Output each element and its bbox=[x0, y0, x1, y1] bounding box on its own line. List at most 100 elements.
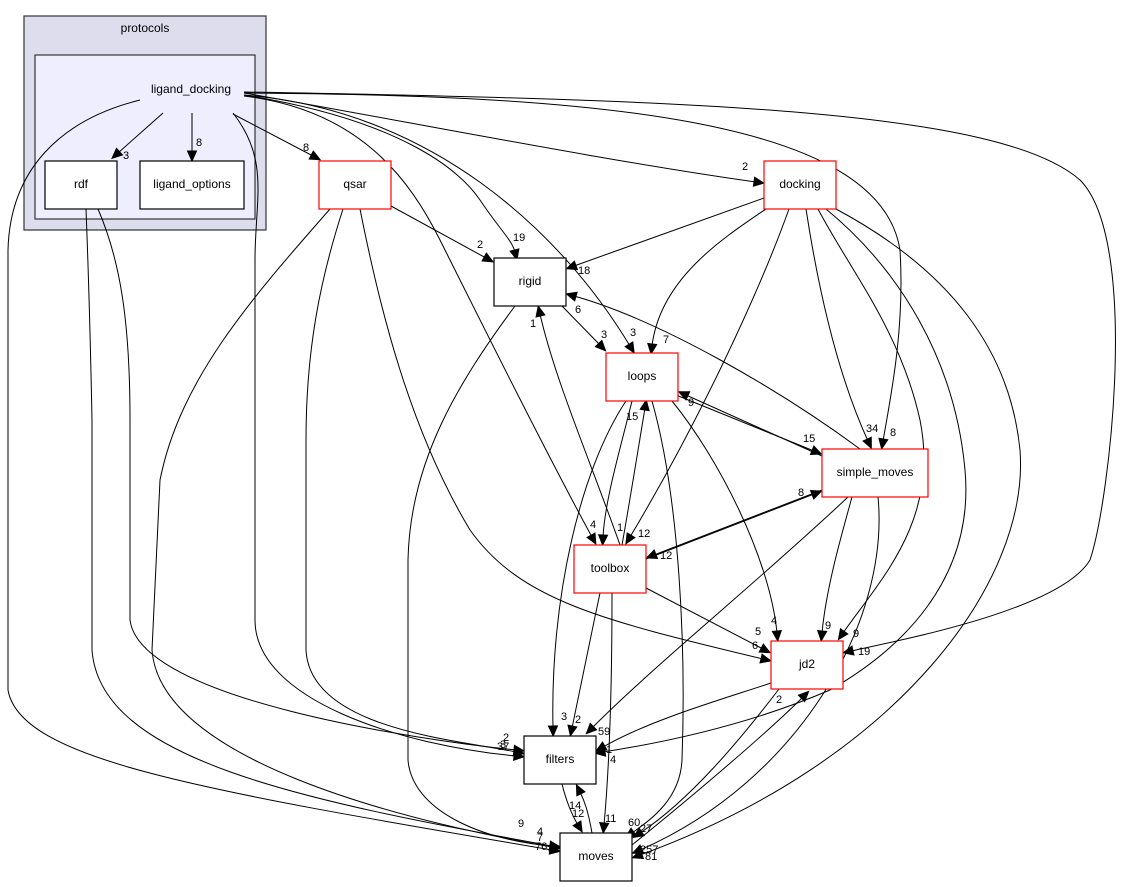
edge-count-label[interactable]: 4 bbox=[771, 615, 777, 627]
edge-count-label[interactable]: 4 bbox=[590, 519, 596, 531]
edge-ligand-docking-to-rdf[interactable] bbox=[111, 112, 164, 160]
edge-docking-to-jd2[interactable] bbox=[817, 208, 925, 641]
edge-count-label[interactable]: 19 bbox=[513, 232, 525, 244]
edge-count-label[interactable]: 37 bbox=[497, 741, 509, 753]
edge-toolbox-to-simple-moves[interactable] bbox=[645, 489, 823, 560]
edge-count-label[interactable]: 7 bbox=[537, 832, 543, 844]
edge-count-label[interactable]: 5 bbox=[755, 626, 761, 638]
edge-count-label[interactable]: 4 bbox=[537, 826, 543, 838]
edge-docking-to-rigid[interactable] bbox=[565, 197, 765, 271]
node-moves[interactable]: moves bbox=[559, 832, 633, 882]
edge-simple-moves-to-toolbox[interactable] bbox=[645, 489, 823, 560]
edge-count-label[interactable]: 1 bbox=[606, 744, 612, 756]
edge-count-label[interactable]: 11 bbox=[605, 813, 616, 825]
edge-count-label[interactable]: 12 bbox=[572, 808, 584, 820]
edge-count-label[interactable]: 3 bbox=[500, 739, 506, 751]
edge-count-label[interactable]: 257 bbox=[640, 844, 658, 856]
edge-toolbox-to-jd2[interactable] bbox=[645, 587, 772, 654]
edge-docking-to-loops[interactable] bbox=[647, 208, 767, 356]
edge-ligand-docking-to-loops[interactable] bbox=[243, 94, 635, 354]
edge-rigid-to-loops[interactable] bbox=[561, 305, 607, 352]
edge-count-label[interactable]: 1 bbox=[530, 318, 536, 330]
edge-count-label[interactable]: 81 bbox=[645, 851, 657, 863]
node-filters[interactable]: filters bbox=[523, 735, 597, 785]
edge-count-label[interactable]: 1 bbox=[617, 522, 623, 534]
node-rdf[interactable]: rdf bbox=[44, 160, 118, 210]
edge-rdf-to-moves[interactable] bbox=[85, 208, 562, 851]
edge-count-label[interactable]: 9 bbox=[853, 628, 859, 640]
edge-count-label[interactable]: 3 bbox=[561, 711, 567, 723]
edge-toolbox-to-loops[interactable] bbox=[621, 398, 650, 546]
edge-ligand-docking-to-rigid[interactable] bbox=[243, 94, 520, 261]
edge-count-label[interactable]: 4 bbox=[610, 754, 616, 766]
edge-simple-moves-to-loops[interactable] bbox=[677, 391, 823, 457]
node-toolbox[interactable]: toolbox bbox=[573, 544, 647, 594]
edge-count-label[interactable]: 2 bbox=[776, 694, 782, 706]
edge-qsar-to-filters[interactable] bbox=[305, 208, 526, 757]
edge-count-label[interactable]: 7 bbox=[663, 334, 669, 346]
edge-count-label[interactable]: 27 bbox=[640, 823, 652, 835]
edge-loops-to-filters[interactable] bbox=[547, 400, 627, 738]
edge-jd2-to-moves[interactable] bbox=[632, 688, 780, 839]
edge-ligand-docking-to-toolbox[interactable] bbox=[243, 95, 597, 546]
edge-count-label[interactable]: 2 bbox=[575, 714, 581, 726]
edge-docking-to-toolbox[interactable] bbox=[625, 208, 790, 545]
edge-count-label[interactable]: 3 bbox=[601, 329, 607, 341]
edge-count-label[interactable]: 8 bbox=[303, 142, 309, 154]
edge-loops-to-jd2[interactable] bbox=[671, 400, 783, 643]
edge-count-label[interactable]: 12 bbox=[660, 550, 672, 562]
edge-count-label[interactable]: 18 bbox=[578, 265, 590, 277]
edge-docking-to-moves[interactable] bbox=[631, 208, 1022, 860]
edge-count-label[interactable]: 8 bbox=[798, 487, 804, 499]
edge-rdf-to-filters[interactable] bbox=[97, 208, 526, 755]
node-rigid[interactable]: rigid bbox=[493, 257, 567, 307]
edge-ligand-docking-to-ligand-options[interactable] bbox=[186, 113, 198, 163]
edge-count-label[interactable]: 6 bbox=[575, 304, 581, 316]
edge-rigid-to-moves[interactable] bbox=[407, 305, 562, 852]
edge-count-label[interactable]: 34 bbox=[866, 423, 878, 435]
edge-count-label[interactable]: 2 bbox=[477, 239, 483, 251]
edge-count-label[interactable]: 8 bbox=[196, 137, 202, 149]
edge-count-label[interactable]: 59 bbox=[598, 726, 610, 738]
edge-moves-to-filters[interactable] bbox=[575, 783, 593, 834]
edge-count-label[interactable]: 76 bbox=[535, 841, 547, 853]
edge-qsar-to-jd2[interactable] bbox=[359, 208, 772, 664]
edge-count-label[interactable]: 6 bbox=[752, 640, 758, 652]
edge-toolbox-to-moves[interactable] bbox=[598, 592, 613, 835]
edge-simple-moves-to-jd2[interactable] bbox=[816, 496, 853, 643]
node-qsar[interactable]: qsar bbox=[318, 160, 392, 210]
edge-count-label[interactable]: 2 bbox=[503, 732, 509, 744]
edge-loops-to-moves[interactable] bbox=[624, 400, 684, 839]
edge-count-label[interactable]: 15 bbox=[803, 433, 815, 445]
edge-count-label[interactable]: 14 bbox=[569, 800, 581, 812]
edge-jd2-to-filters[interactable] bbox=[595, 682, 772, 752]
edge-count-label[interactable]: 15 bbox=[626, 411, 638, 423]
edge-loops-to-toolbox[interactable] bbox=[597, 400, 633, 547]
edge-qsar-to-rigid[interactable] bbox=[390, 205, 495, 263]
edge-toolbox-to-filters[interactable] bbox=[567, 592, 601, 738]
edge-ligand-docking-to-simple-moves[interactable] bbox=[243, 92, 902, 451]
edge-count-label[interactable]: 3 bbox=[123, 150, 129, 162]
edge-count-label[interactable]: 19 bbox=[858, 646, 870, 658]
edge-count-label[interactable]: 9 bbox=[688, 397, 694, 409]
edge-simple-moves-to-moves[interactable] bbox=[631, 496, 880, 854]
edge-filters-to-moves[interactable] bbox=[561, 783, 583, 833]
edge-count-label[interactable]: 3 bbox=[630, 327, 636, 339]
edge-count-label[interactable]: 60 bbox=[628, 817, 640, 829]
edge-moves-to-jd2[interactable] bbox=[631, 690, 810, 846]
edge-simple-moves-to-rigid[interactable] bbox=[565, 291, 861, 450]
node-loops[interactable]: loops bbox=[605, 352, 679, 402]
edge-count-label[interactable]: 12 bbox=[638, 528, 650, 540]
node-simple-moves[interactable]: simple_moves bbox=[821, 448, 929, 498]
edge-ligand-docking-to-qsar[interactable] bbox=[232, 113, 322, 161]
node-jd2[interactable]: jd2 bbox=[770, 640, 844, 690]
edge-count-label[interactable]: 9 bbox=[518, 818, 524, 830]
edge-simple-moves-to-filters[interactable] bbox=[585, 496, 849, 735]
edge-toolbox-to-rigid[interactable] bbox=[535, 305, 621, 546]
edge-count-label[interactable]: 9 bbox=[825, 620, 831, 632]
node-docking[interactable]: docking bbox=[763, 160, 837, 210]
edge-docking-to-simple-moves[interactable] bbox=[805, 208, 872, 450]
edge-ligand-docking-to-filters[interactable] bbox=[232, 112, 526, 762]
edge-count-label[interactable]: 2 bbox=[742, 161, 748, 173]
node-ligand-options[interactable]: ligand_options bbox=[139, 160, 245, 210]
